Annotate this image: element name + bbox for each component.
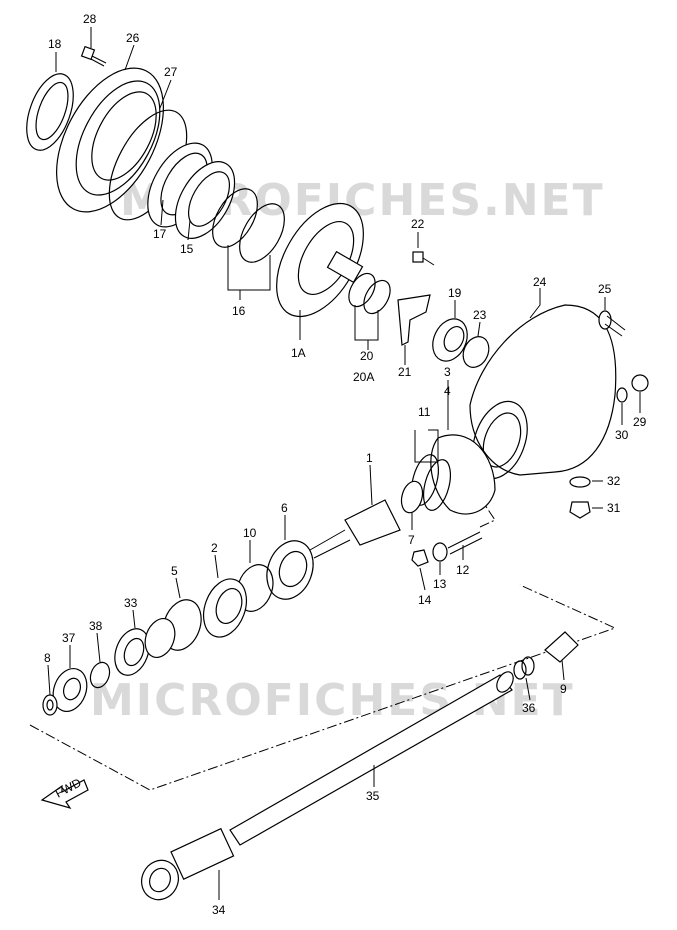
shim-16 xyxy=(212,188,285,263)
callout-9: 9 xyxy=(560,682,567,696)
seal-37 xyxy=(52,668,88,712)
universal-joint-34 xyxy=(141,827,235,901)
callout-5: 5 xyxy=(171,564,178,578)
final-gear-case-26 xyxy=(56,67,164,213)
callout-27: 27 xyxy=(164,65,178,79)
circlip-38 xyxy=(89,661,111,689)
callout-37: 37 xyxy=(62,631,76,645)
callout-35: 35 xyxy=(366,789,380,803)
callout-10: 10 xyxy=(243,526,257,540)
callout-34: 34 xyxy=(212,903,226,917)
callout-33: 33 xyxy=(124,596,138,610)
bolt-22 xyxy=(412,251,435,266)
callout-25: 25 xyxy=(598,282,612,296)
callout-26: 26 xyxy=(126,31,140,45)
coupling-33 xyxy=(114,618,176,676)
callout-7: 7 xyxy=(408,533,415,547)
callout-labels: 28 18 26 27 17 15 16 1A 22 20 20A 21 19 … xyxy=(44,12,647,917)
bearing-19 xyxy=(432,318,468,362)
callout-23: 23 xyxy=(473,308,487,322)
callout-38: 38 xyxy=(89,619,103,633)
oil-seal-23 xyxy=(462,336,490,368)
callout-18: 18 xyxy=(48,37,62,51)
fwd-arrow-icon: FWD xyxy=(40,775,89,810)
callout-19: 19 xyxy=(448,286,462,300)
bearing-6 xyxy=(266,540,314,600)
shim-20 xyxy=(348,272,391,315)
callout-16: 16 xyxy=(232,304,246,318)
nut-9 xyxy=(544,631,579,663)
callout-22: 22 xyxy=(411,217,425,231)
group-outline xyxy=(29,584,617,791)
callout-32: 32 xyxy=(607,474,621,488)
drive-pinion-1 xyxy=(309,499,401,559)
washer-8 xyxy=(42,694,58,716)
plug-29-30 xyxy=(616,374,649,403)
callout-30: 30 xyxy=(615,428,629,442)
bracket-21 xyxy=(397,294,431,346)
callout-13: 13 xyxy=(433,577,447,591)
callout-17: 17 xyxy=(153,227,167,241)
stud-12 xyxy=(447,531,483,555)
callout-1a: 1A xyxy=(291,346,306,360)
spring-36 xyxy=(513,656,535,680)
callout-15: 15 xyxy=(180,242,194,256)
callout-20: 20 xyxy=(360,349,374,363)
bearing-7 xyxy=(400,480,424,514)
callout-31: 31 xyxy=(607,501,621,515)
leader-lines xyxy=(47,27,641,900)
callout-4: 4 xyxy=(444,384,451,398)
callout-12: 12 xyxy=(456,563,470,577)
group-outline-pinion xyxy=(479,504,496,528)
oil-seal-18 xyxy=(26,73,74,151)
callout-8: 8 xyxy=(44,651,51,665)
callout-20a: 20A xyxy=(353,370,374,384)
callout-28: 28 xyxy=(83,12,97,26)
propeller-shaft-35 xyxy=(229,671,514,846)
callout-24: 24 xyxy=(533,275,547,289)
callout-11: 11 xyxy=(418,405,431,419)
bearing-housing-2 xyxy=(202,578,248,638)
bolt-28 xyxy=(80,45,107,67)
driven-gear-1a xyxy=(276,202,364,318)
gear-case-24 xyxy=(469,304,617,480)
nut-13-14 xyxy=(411,542,448,567)
callout-36: 36 xyxy=(522,701,536,715)
callout-21: 21 xyxy=(398,365,412,379)
bearing-15 xyxy=(174,161,236,239)
callout-1: 1 xyxy=(366,451,373,465)
callout-2: 2 xyxy=(211,541,218,555)
callout-14: 14 xyxy=(418,593,432,607)
breather-25 xyxy=(598,310,626,337)
callout-3: 3 xyxy=(444,365,451,379)
callout-6: 6 xyxy=(281,501,288,515)
washer-32-bolt-31 xyxy=(569,476,591,519)
callout-29: 29 xyxy=(633,415,647,429)
